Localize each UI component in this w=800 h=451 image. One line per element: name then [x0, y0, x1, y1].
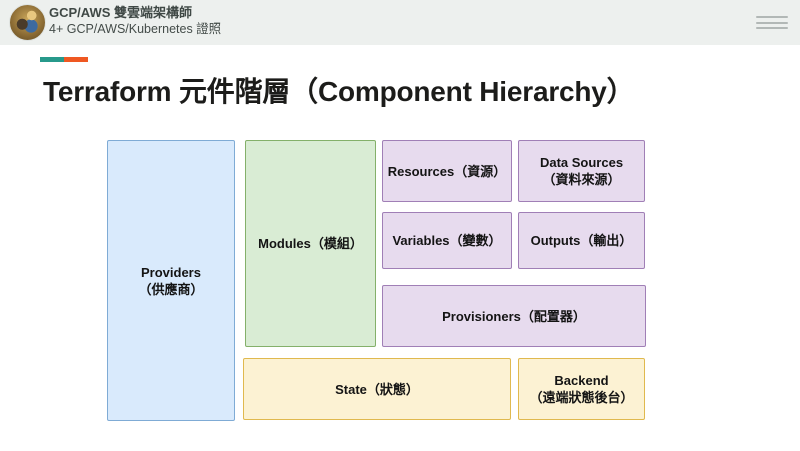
- box-label: Providers: [141, 264, 201, 280]
- title-accent-bar: [40, 57, 88, 62]
- diagram-box-provisioners: Provisioners（配置器）: [382, 285, 646, 347]
- box-label: （資料來源）: [542, 172, 621, 187]
- site-header: GCP/AWS 雙雲端架構師 4+ GCP/AWS/Kubernetes 證照: [0, 0, 800, 45]
- box-label: Backend: [554, 373, 609, 388]
- diagram-box-data-sources: Data Sources （資料來源）: [518, 140, 645, 202]
- box-label: （供應商）: [138, 281, 204, 297]
- box-label: Provisioners（配置器）: [442, 308, 586, 324]
- box-label: Data Sources: [539, 155, 624, 170]
- site-title: GCP/AWS 雙雲端架構師: [49, 5, 193, 20]
- hamburger-menu-icon[interactable]: [756, 16, 788, 29]
- box-label: Resources（資源）: [387, 163, 507, 179]
- avatar[interactable]: [9, 4, 46, 41]
- accent-orange-segment: [64, 57, 88, 62]
- site-header-text: GCP/AWS 雙雲端架構師 4+ GCP/AWS/Kubernetes 證照: [49, 5, 221, 37]
- hamburger-bar: [756, 16, 788, 18]
- diagram-box-backend: Backend （遠端狀態後台）: [518, 358, 645, 420]
- diagram-box-variables: Variables（變數）: [382, 212, 512, 269]
- diagram-box-resources: Resources（資源）: [382, 140, 512, 202]
- hamburger-bar: [756, 27, 788, 29]
- diagram-box-modules: Modules（模組）: [245, 140, 376, 347]
- box-label: （遠端狀態後台）: [529, 390, 634, 405]
- diagram-box-outputs: Outputs（輸出）: [518, 212, 645, 269]
- page-title: Terraform 元件階層（Component Hierarchy）: [43, 76, 635, 107]
- box-label: Outputs（輸出）: [530, 233, 633, 248]
- diagram-box-providers: Providers （供應商）: [107, 140, 235, 421]
- diagram-box-state: State（狀態）: [243, 358, 511, 420]
- accent-teal-segment: [40, 57, 64, 62]
- box-label: State（狀態）: [335, 381, 419, 397]
- site-subtitle: 4+ GCP/AWS/Kubernetes 證照: [49, 22, 222, 36]
- box-label: Modules（模組）: [258, 236, 363, 251]
- hamburger-bar: [756, 21, 788, 24]
- box-label: Variables（變數）: [392, 233, 502, 248]
